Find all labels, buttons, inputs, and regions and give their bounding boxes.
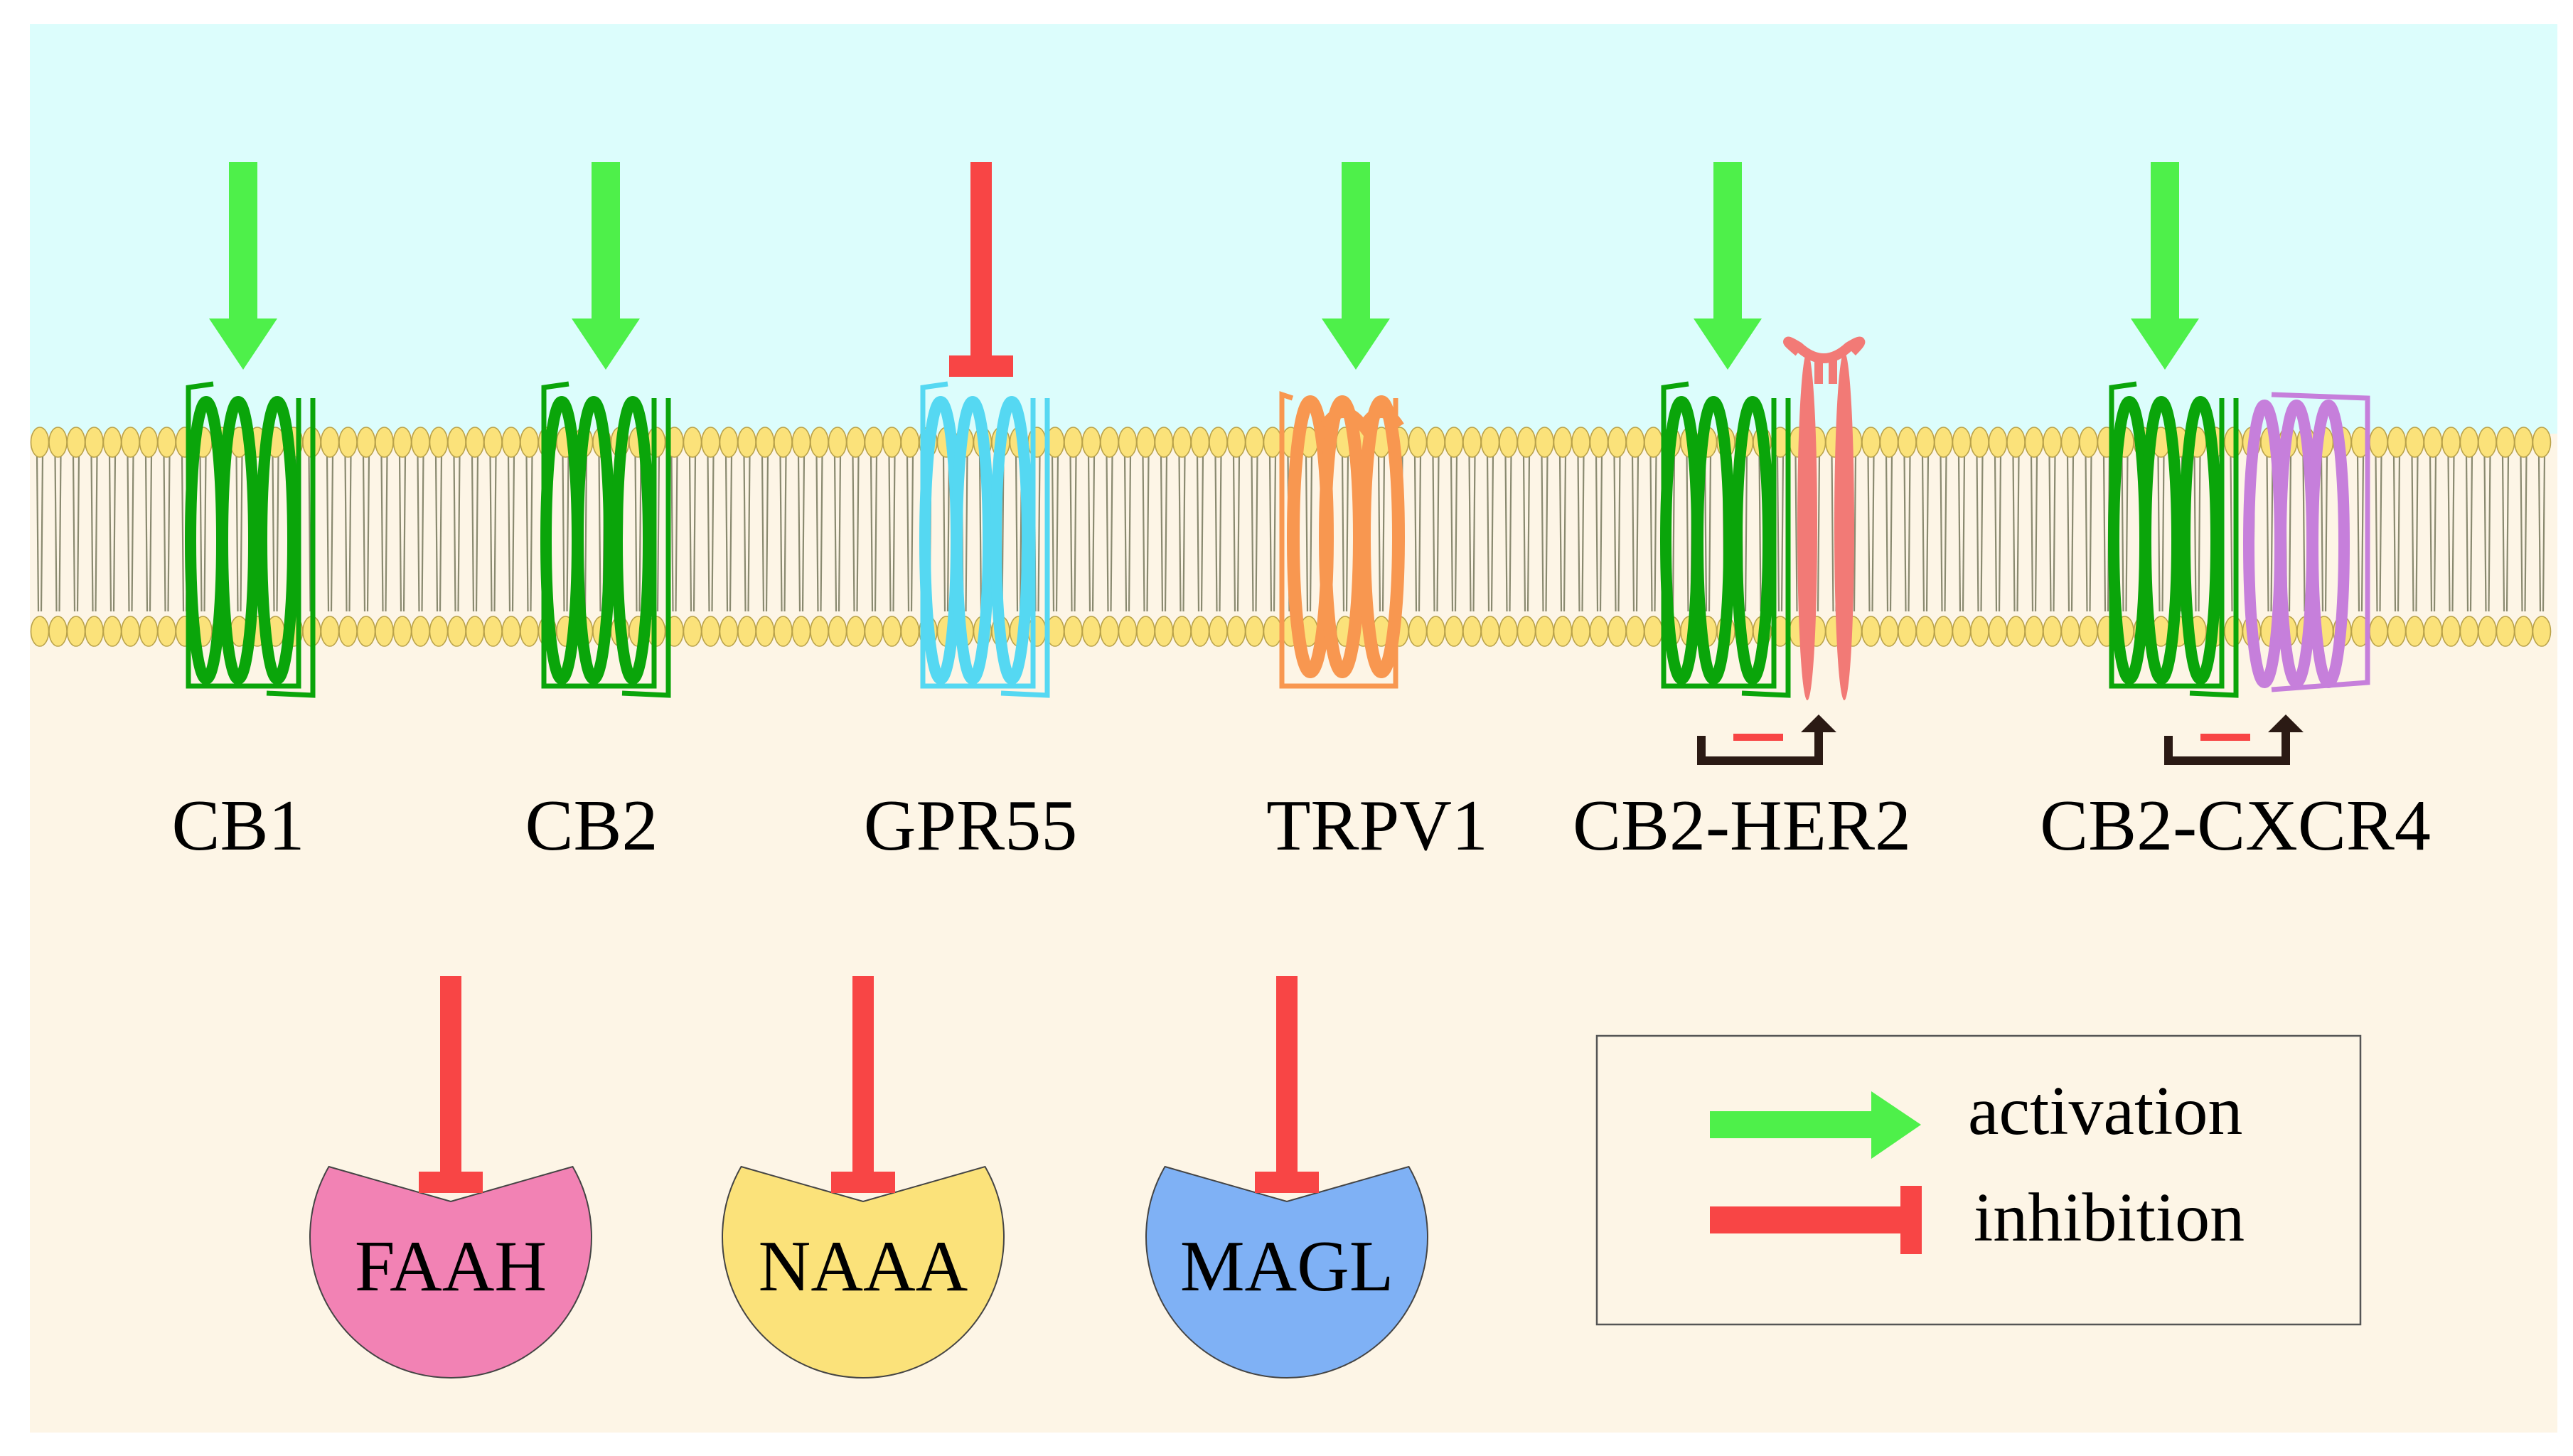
- cb2-activation-symbol: [572, 162, 640, 370]
- cxcr4-helices: [2243, 392, 2370, 692]
- cb2-cxcr4-activation-symbol: [2131, 162, 2199, 370]
- enzyme-naaa: [722, 976, 1005, 1379]
- legend-activation-shaft: [1710, 1111, 1873, 1138]
- cb2-helices: [540, 381, 671, 698]
- cb1-activation-symbol: [209, 162, 277, 370]
- receptor-cb2-cxcr4: [2108, 381, 2370, 698]
- receptor-label-cb2: CB2: [525, 786, 658, 866]
- enzyme-magl: [1145, 976, 1428, 1379]
- enzyme-shape-0: [309, 976, 592, 1379]
- legend-inhibition-bar: [1900, 1186, 1922, 1254]
- enzyme-shape-2-inhibition: [1255, 976, 1319, 1193]
- legend-box: [1595, 1034, 2362, 1326]
- receptor-label-cb1: CB1: [171, 786, 304, 866]
- receptor-cb1: [185, 381, 316, 698]
- her2-crosstalk-marker: [1697, 714, 1836, 765]
- cb2-helices-her2-dimer: [1660, 381, 1791, 698]
- cxcr4-crosstalk-marker: [2164, 714, 2304, 765]
- enzyme-shape-1-inhibition: [831, 976, 895, 1193]
- enzyme-label-naaa: NAAA: [759, 1226, 968, 1307]
- gpr55-helices: [919, 381, 1050, 698]
- extracellular-region: [30, 24, 2557, 434]
- receptor-trpv1: [1279, 391, 1405, 689]
- legend-activation-arrow: [1710, 1091, 1921, 1159]
- receptor-cb2-her2: [1660, 336, 1866, 700]
- enzyme-label-faah: FAAH: [355, 1226, 547, 1307]
- enzyme-faah: [309, 976, 592, 1379]
- receptor-label-gpr55: GPR55: [864, 786, 1077, 866]
- receptor-cb2: [540, 381, 671, 698]
- receptor-label-cb2-cxcr4: CB2-CXCR4: [2040, 786, 2431, 866]
- her2-receptor: [1783, 336, 1866, 700]
- crosstalk-markers: [1697, 714, 2304, 765]
- enzyme-shape-1: [722, 976, 1005, 1379]
- legend-inhibition-shaft: [1710, 1206, 1916, 1233]
- cb1-helices: [185, 381, 316, 698]
- trpv1-helices: [1279, 391, 1405, 689]
- legend: activation inhibition: [1595, 1034, 2362, 1326]
- cb2-helices-cxcr4-dimer: [2108, 381, 2239, 698]
- cb2-her2-activation-symbol: [1694, 162, 1762, 370]
- receptor-label-trpv1: TRPV1: [1266, 786, 1488, 866]
- receptor-gpr55: [919, 381, 1050, 698]
- legend-inhibition-label: inhibition: [1974, 1179, 2245, 1256]
- enzyme-shape-0-inhibition: [419, 976, 483, 1193]
- legend-activation-head: [1871, 1091, 1921, 1159]
- legend-inhibition-symbol: [1710, 1186, 1922, 1254]
- trpv1-activation-symbol: [1322, 162, 1390, 370]
- enzyme-shape-2: [1145, 976, 1428, 1379]
- enzyme-label-magl: MAGL: [1180, 1226, 1394, 1307]
- receptor-label-cb2-her2: CB2-HER2: [1573, 786, 1911, 866]
- receptor-effect-arrows: [209, 162, 2199, 377]
- legend-activation-label: activation: [1968, 1073, 2242, 1150]
- gpr55-inhibition-symbol: [949, 162, 1013, 377]
